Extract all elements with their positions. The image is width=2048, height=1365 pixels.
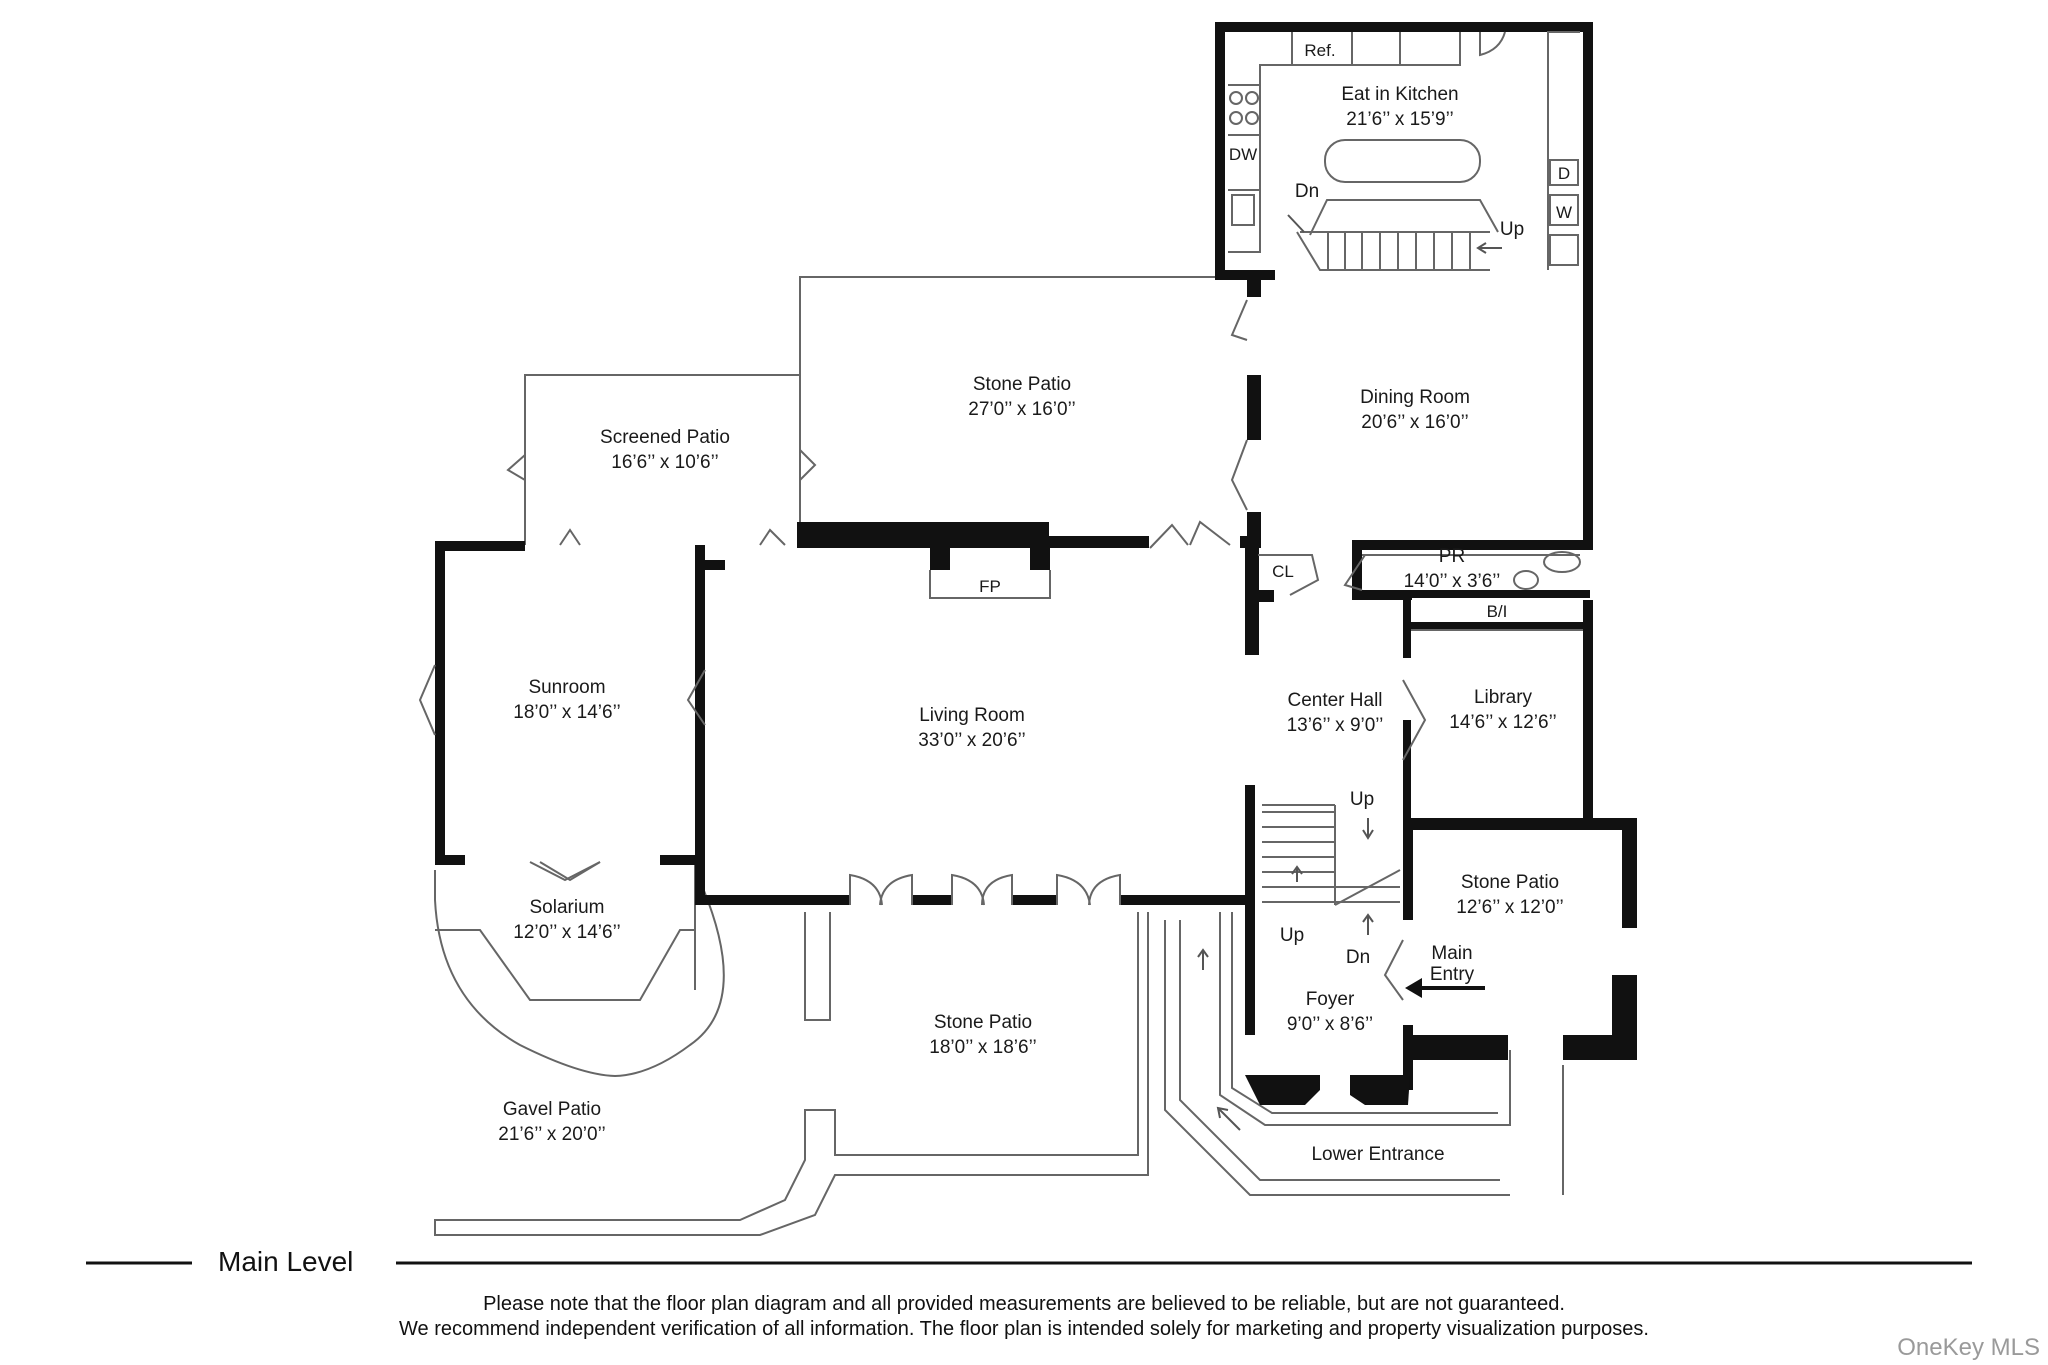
library-dims: 14’6’’ x 12’6’’ <box>1449 712 1556 733</box>
disclaimer: Please note that the floor plan diagram … <box>0 1292 2048 1342</box>
main-entry-label-1: Main <box>1431 943 1472 964</box>
closet-label: CL <box>1272 562 1294 581</box>
screened-patio-name: Screened Patio <box>600 427 730 448</box>
screened-patio-dims: 16’6’’ x 10’6’’ <box>611 452 718 473</box>
dining-dims: 20’6’’ x 16’0’’ <box>1361 412 1468 433</box>
walls <box>435 22 1637 1105</box>
kitchen-stairs-up: Up <box>1500 219 1524 240</box>
gavel-patio-name: Gavel Patio <box>503 1099 601 1120</box>
main-entry-label-2: Entry <box>1430 964 1475 985</box>
stone-patio-bottom-dims: 18’0’’ x 18’6’’ <box>929 1037 1036 1058</box>
dryer-label: D <box>1558 164 1570 183</box>
stone-patio-right-dims: 12’6’’ x 12’0’’ <box>1456 897 1563 918</box>
kitchen-name: Eat in Kitchen <box>1341 84 1458 105</box>
gavel-patio-dims: 21’6’’ x 20’0’’ <box>498 1124 605 1145</box>
kitchen-dims: 21’6’’ x 15’9’’ <box>1346 109 1453 130</box>
thin-details <box>418 299 1583 1001</box>
dining-name: Dining Room <box>1360 387 1470 408</box>
lower-entrance-label: Lower Entrance <box>1311 1144 1444 1165</box>
kitchen-stairs-down: Dn <box>1295 181 1319 202</box>
ref-label: Ref. <box>1304 41 1335 60</box>
room-labels: Eat in Kitchen 21’6’’ x 15’9’’ Dining Ro… <box>498 84 1563 1145</box>
center-hall-dims: 13’6’’ x 9’0’’ <box>1287 715 1384 736</box>
foyer-stairs-down: Dn <box>1346 947 1370 968</box>
main-entry-arrow <box>1405 978 1485 998</box>
dishwasher-label: DW <box>1229 145 1257 164</box>
stone-patio-top-name: Stone Patio <box>973 374 1071 395</box>
sunroom-dims: 18’0’’ x 14’6’’ <box>513 702 620 723</box>
sunroom-name: Sunroom <box>528 677 605 698</box>
hall-stairs-up: Up <box>1350 789 1374 810</box>
foyer-dims: 9’0’’ x 8’6’’ <box>1287 1014 1373 1035</box>
fixture-labels: Ref. DW D W FP CL B/I <box>979 41 1572 621</box>
washer-label: W <box>1556 203 1572 222</box>
built-in-label: B/I <box>1487 602 1508 621</box>
stone-patio-bottom-name: Stone Patio <box>934 1012 1032 1033</box>
fireplace-label: FP <box>979 577 1001 596</box>
solarium-name: Solarium <box>530 897 605 918</box>
entry-labels: Main Entry Lower Entrance <box>1311 943 1474 1165</box>
powder-room-name: PR <box>1439 546 1465 567</box>
stair-labels: Dn Up Up Up Dn <box>1280 181 1524 968</box>
solarium-dims: 12’0’’ x 14’6’’ <box>513 922 620 943</box>
level-title: Main Level <box>218 1246 354 1277</box>
stone-patio-right-name: Stone Patio <box>1461 872 1559 893</box>
living-dims: 33’0’’ x 20’6’’ <box>918 730 1025 751</box>
library-name: Library <box>1474 687 1533 708</box>
powder-room-dims: 14’0’’ x 3’6’’ <box>1404 571 1501 592</box>
direction-arrows <box>1197 214 1502 1131</box>
foyer-name: Foyer <box>1306 989 1355 1010</box>
disclaimer-line-1: Please note that the floor plan diagram … <box>483 1293 1565 1315</box>
onekey-mls-logo: OneKey MLS <box>1897 1334 2040 1361</box>
center-hall-name: Center Hall <box>1287 690 1382 711</box>
foyer-stairs-up: Up <box>1280 925 1304 946</box>
stone-patio-top-dims: 27’0’’ x 16’0’’ <box>968 399 1075 420</box>
living-name: Living Room <box>919 705 1025 726</box>
kitchen-fixtures <box>1228 31 1580 271</box>
disclaimer-line-2: We recommend independent verification of… <box>399 1318 1649 1340</box>
